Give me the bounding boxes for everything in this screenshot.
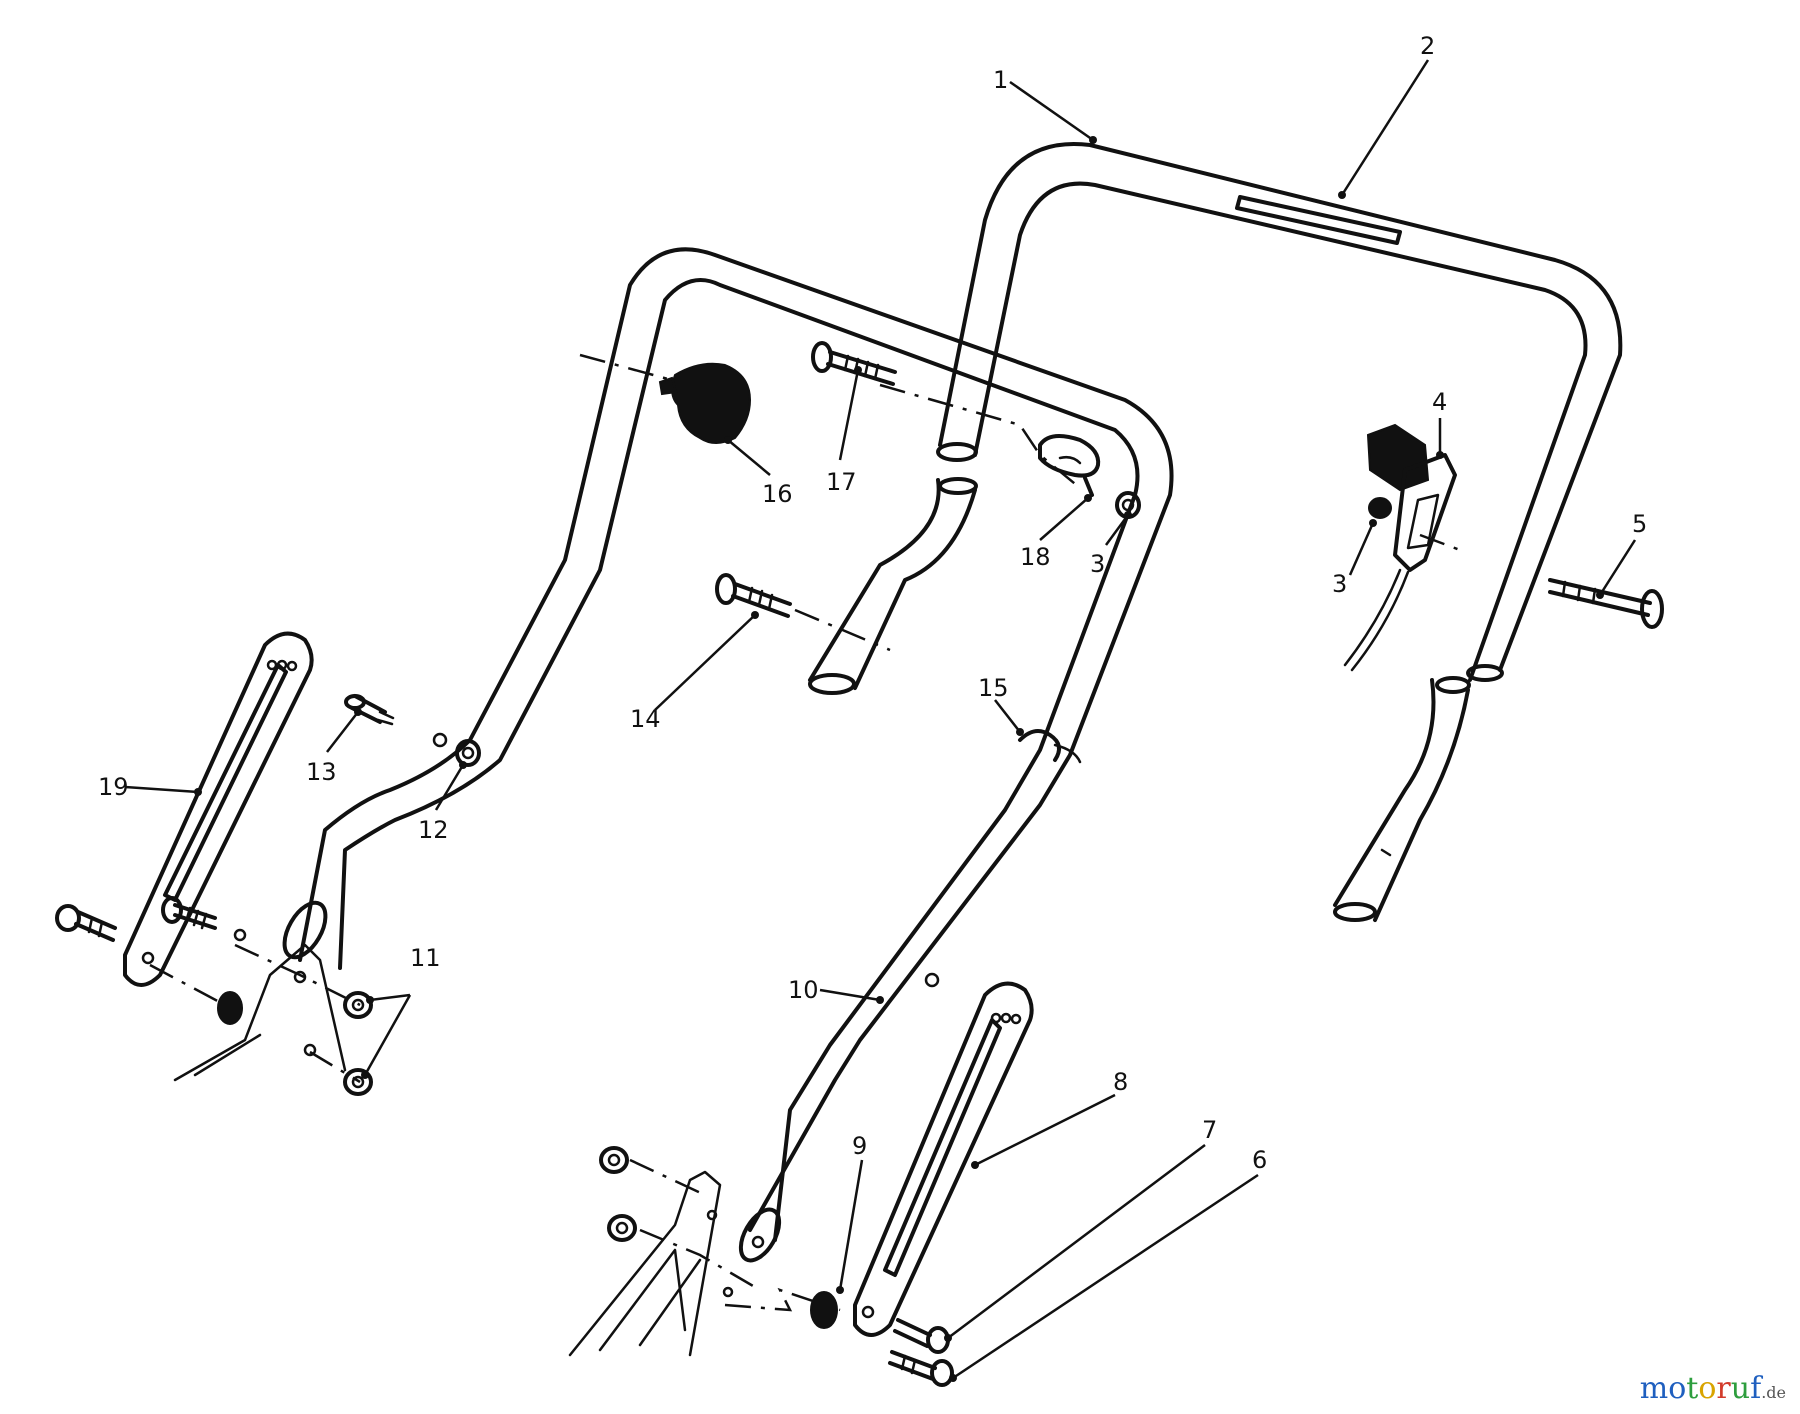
callout-17: 17	[826, 468, 857, 496]
callout-8: 8	[1113, 1068, 1128, 1096]
callout-13: 13	[306, 758, 337, 786]
callout-19: 19	[98, 773, 129, 801]
callout-5: 5	[1632, 510, 1647, 538]
wm-letter: t	[1686, 1371, 1699, 1406]
callout-3a: 3	[1090, 550, 1105, 578]
callout-16: 16	[762, 480, 793, 508]
leader-lines	[124, 59, 1637, 1382]
watermark-logo: motoruf.de	[1640, 1371, 1786, 1406]
switch-4	[1343, 423, 1457, 672]
callout-11: 11	[410, 944, 441, 972]
knob-part	[658, 362, 752, 444]
right-bracket	[853, 981, 1034, 1337]
nuts-right	[599, 1146, 637, 1242]
bolt-5	[1548, 578, 1664, 629]
wm-letter: u	[1730, 1371, 1751, 1406]
washer-9	[810, 1291, 838, 1329]
bolt-14	[715, 573, 792, 618]
upper-handle	[808, 142, 1623, 922]
wm-letter: m	[1639, 1371, 1669, 1406]
callout-18: 18	[1020, 543, 1051, 571]
bolt-6	[888, 1350, 954, 1387]
wm-letter: f	[1750, 1371, 1762, 1406]
cable-clip-18	[1038, 434, 1101, 497]
nut-3b	[1368, 497, 1392, 519]
lower-handle	[233, 247, 1174, 1263]
callout-2: 2	[1420, 32, 1435, 60]
callout-14: 14	[630, 705, 661, 733]
left-bracket	[123, 631, 314, 987]
mower-deck-left	[173, 943, 347, 1082]
mower-deck-right	[568, 1170, 734, 1357]
callout-10: 10	[788, 976, 819, 1004]
callout-labels: 1 2 3 3 4 5 6 7 8 9 10 11 12 13 14 15 16…	[98, 32, 1647, 1174]
callout-9: 9	[852, 1132, 867, 1160]
wm-letter: o	[1668, 1371, 1687, 1406]
wm-letter: o	[1698, 1371, 1717, 1406]
callout-4: 4	[1432, 388, 1447, 416]
wm-suffix: .de	[1761, 1383, 1786, 1402]
bolt-7	[893, 1318, 950, 1354]
callout-12: 12	[418, 816, 449, 844]
callout-6: 6	[1252, 1146, 1267, 1174]
wm-letter: r	[1716, 1371, 1731, 1406]
callout-1: 1	[993, 66, 1008, 94]
nuts-11	[343, 991, 373, 1096]
bolt-left	[55, 904, 117, 942]
callout-3b: 3	[1332, 570, 1347, 598]
callout-7: 7	[1202, 1116, 1217, 1144]
callout-15: 15	[978, 674, 1009, 702]
assembly-centerlines	[149, 353, 1461, 1312]
nut-12	[455, 739, 481, 767]
bolt-17	[811, 341, 897, 386]
washer-left	[217, 991, 243, 1025]
